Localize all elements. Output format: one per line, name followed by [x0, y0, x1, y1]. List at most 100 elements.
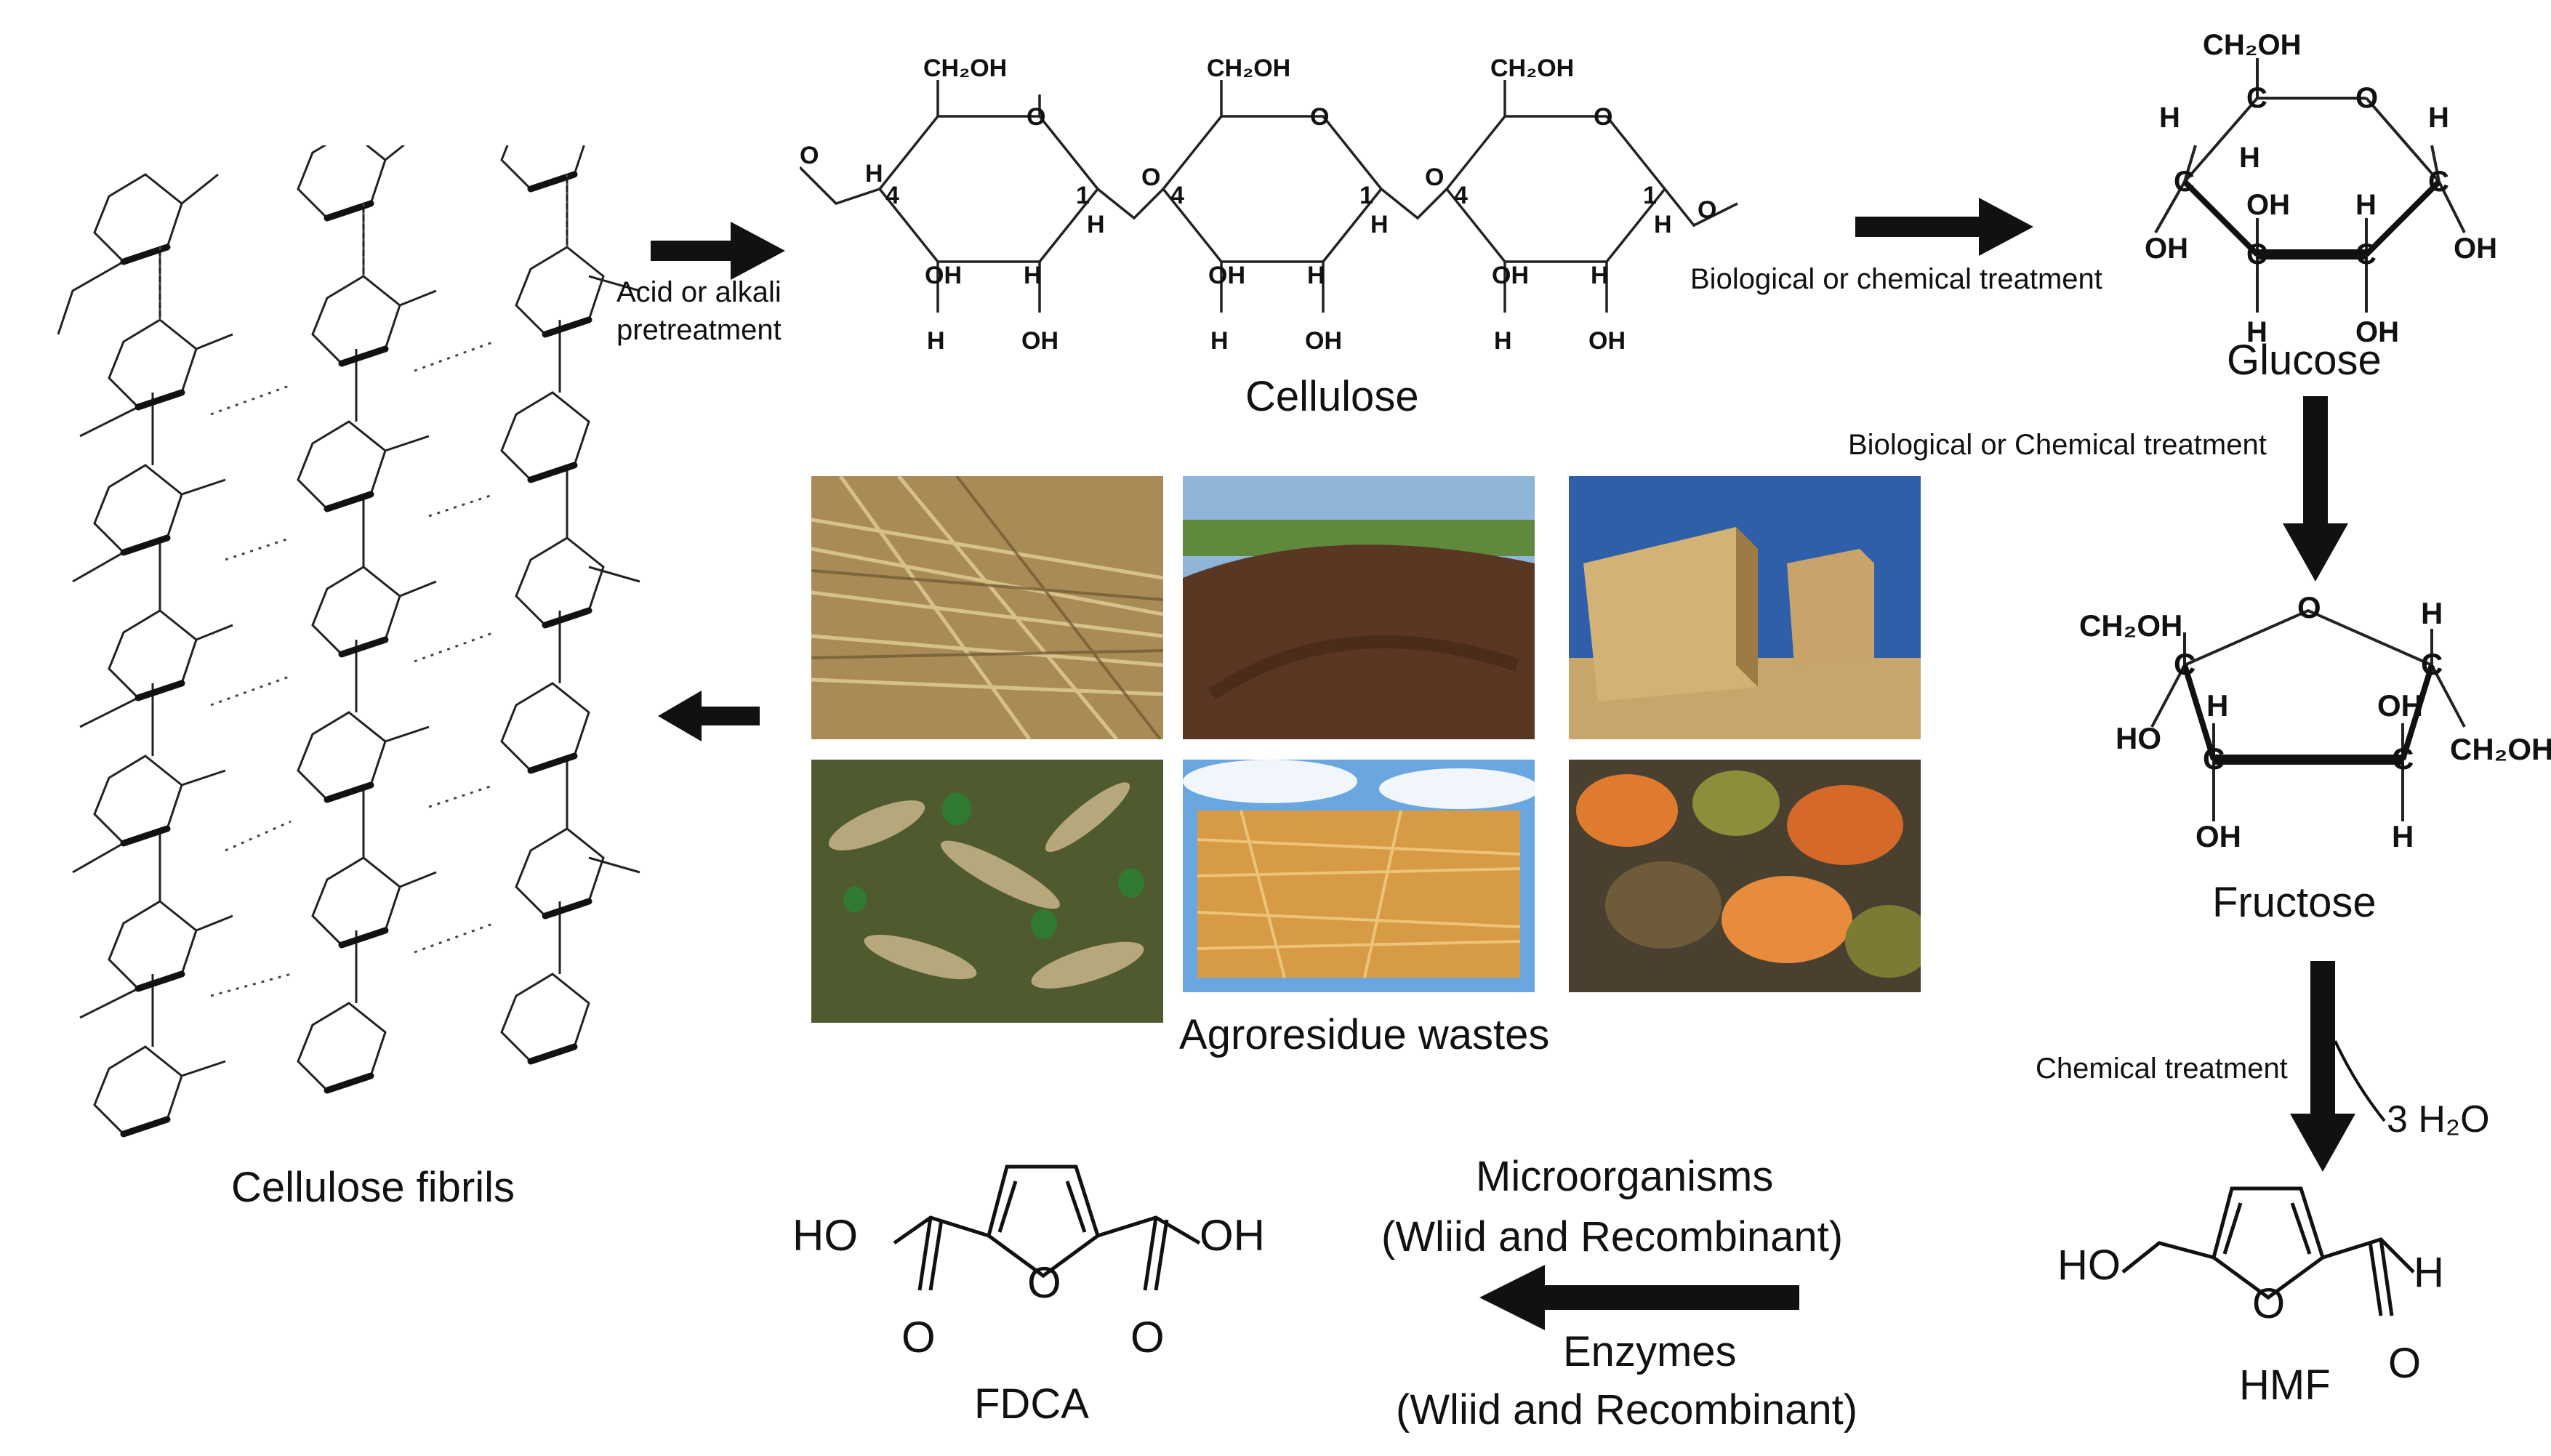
ring1-oh2: OH: [1021, 327, 1058, 355]
arrow-fibrils-to-cellulose: [651, 222, 785, 280]
glucose-oh4: OH: [2145, 233, 2188, 265]
fructose-label: Fructose: [2212, 879, 2377, 926]
fructose-ho2: HO: [2116, 721, 2161, 755]
enzymes-label-line2: (Wliid and Recombinant): [1396, 1386, 1858, 1433]
fructose-c2: C: [2174, 647, 2196, 681]
glucose-c5: C: [2246, 82, 2267, 114]
fdca-label: FDCA: [974, 1380, 1089, 1428]
ring2-oh2: OH: [1305, 327, 1342, 355]
ring1-h3: H: [927, 327, 945, 355]
hmf-aldehyde-o: O: [2388, 1340, 2421, 1387]
fdca-structure: HO O OH O O: [792, 1165, 1265, 1362]
glucose-c4: C: [2174, 166, 2195, 198]
c6-ring1-label: CH₂OH: [923, 55, 1007, 82]
arrow-hmf-to-fdca: [1479, 1265, 1799, 1330]
cellulose-fibrils-structure: [57, 145, 640, 1138]
chain-right-oxygen: O: [1698, 196, 1716, 224]
arrow-cellulose-to-glucose: [1855, 198, 2033, 256]
fructose-h3: H: [2206, 688, 2228, 723]
arrow-wastes-to-fibrils: [658, 691, 760, 741]
ring1-h1: H: [1087, 211, 1105, 238]
glucose-h1: H: [2428, 102, 2449, 134]
fructose-c6: CH₂OH: [2450, 732, 2551, 766]
straw-bale-sky-photo: [1183, 760, 1535, 992]
glucose-h2: H: [2355, 189, 2377, 221]
c6-ring2-label: CH₂OH: [1207, 55, 1290, 82]
ring1-oh3: OH: [925, 262, 962, 289]
glucose-ring-oxygen: O: [2355, 82, 2378, 114]
fructose-oh3: OH: [2196, 819, 2241, 853]
glycosidic-oxygen-2: O: [1425, 164, 1444, 191]
ring1-oxygen: O: [1027, 103, 1045, 131]
hmf-structure: HO O H O: [2057, 1186, 2444, 1387]
cellulose-label: Cellulose: [1245, 373, 1419, 420]
ring2-h2: H: [1307, 262, 1325, 289]
fructose-oh4: OH: [2377, 688, 2423, 723]
fdca-right-hydroxyl: OH: [1200, 1211, 1265, 1260]
glucose-oh1: OH: [2454, 233, 2497, 265]
glucose-h3: H: [2246, 316, 2267, 348]
rice-straw-photo: [811, 476, 1163, 739]
glucose-c2: C: [2355, 238, 2377, 270]
glucose-oh3: OH: [2246, 189, 2290, 221]
ring2-c4: 4: [1170, 182, 1184, 209]
enzymes-label-line1: Enzymes: [1563, 1328, 1737, 1375]
fructose-c5: C: [2421, 647, 2443, 681]
fdca-right-carbonyl-o: O: [1130, 1313, 1165, 1362]
chemical-treatment-label: Chemical treatment: [2036, 1053, 2288, 1085]
glucose-c3: C: [2246, 238, 2267, 270]
ring3-oxygen: O: [1594, 103, 1612, 131]
hmf-aldehyde-h: H: [2414, 1249, 2444, 1296]
ring2-oh3: OH: [1208, 262, 1245, 289]
fruit-peel-waste-photo: [1569, 760, 1921, 992]
acid-alkali-label-line1: Acid or alkali: [616, 276, 782, 308]
ring1-h4: H: [865, 160, 883, 188]
glucose-structure: CH₂OH C O H H H C C OH OH OH H C C H OH: [2145, 29, 2497, 348]
microorganisms-label-line1: Microorganisms: [1476, 1153, 1774, 1200]
fdca-left-hydroxyl: HO: [792, 1211, 858, 1260]
fdca-left-carbonyl-o: O: [901, 1313, 936, 1362]
hay-bales-field-photo: [1569, 476, 1921, 739]
cellulose-fibrils-label: Cellulose fibrils: [231, 1164, 515, 1211]
hmf-label: HMF: [2239, 1362, 2331, 1409]
ring3-oh2: OH: [1588, 327, 1626, 355]
fructose-ring-oxygen: O: [2297, 590, 2321, 624]
glucose-h4: H: [2159, 102, 2180, 134]
ring3-h2: H: [1591, 262, 1609, 289]
microorganisms-label-line2: (Wliid and Recombinant): [1381, 1213, 1844, 1260]
ring3-h1: H: [1654, 211, 1672, 238]
fdca-ring-oxygen: O: [1027, 1258, 1061, 1307]
arrow-glucose-to-fructose: [2283, 396, 2348, 582]
acid-alkali-label-line2: pretreatment: [616, 314, 782, 346]
ring1-c4: 4: [885, 182, 899, 209]
ring3-oh3: OH: [1492, 262, 1529, 289]
fructose-h5: H: [2421, 596, 2443, 630]
ring1-c1: 1: [1076, 182, 1090, 209]
ring1-h2: H: [1024, 262, 1042, 289]
glycosidic-oxygen-1: O: [1141, 164, 1160, 191]
glucose-h5: H: [2239, 142, 2260, 174]
ring2-h1: H: [1370, 211, 1389, 238]
biological-chemical-treatment-label-1: Biological or chemical treatment: [1690, 263, 2102, 295]
fructose-h4: H: [2392, 819, 2414, 853]
glucose-oh2: OH: [2355, 316, 2399, 348]
hmf-hydroxyl: HO: [2057, 1242, 2121, 1289]
glucose-c1: C: [2428, 166, 2449, 198]
chain-left-oxygen: O: [800, 142, 819, 169]
glucose-c6: CH₂OH: [2203, 29, 2302, 61]
glucose-label: Glucose: [2227, 337, 2382, 384]
compost-pile-photo: [1183, 476, 1535, 739]
ring3-c1: 1: [1643, 182, 1657, 209]
cellulose-chain-structure: CH₂OH O H 4 1 H OH H H OH O CH₂OH O O 4 …: [800, 55, 1738, 355]
arrow-fructose-to-hmf: [2290, 961, 2386, 1172]
ring3-h3: H: [1494, 327, 1512, 355]
ring3-c4: 4: [1454, 182, 1468, 209]
fructose-c1: CH₂OH: [2079, 608, 2182, 643]
ring2-c1: 1: [1359, 182, 1373, 209]
leaf-litter-photo: [811, 760, 1163, 1023]
hmf-ring-oxygen: O: [2252, 1280, 2285, 1327]
ring2-oxygen: O: [1310, 103, 1329, 131]
agroresidue-wastes-label: Agroresidue wastes: [1179, 1011, 1550, 1058]
fructose-structure: CH₂OH O H C C HO CH₂OH H OH C C OH H: [2079, 590, 2551, 853]
